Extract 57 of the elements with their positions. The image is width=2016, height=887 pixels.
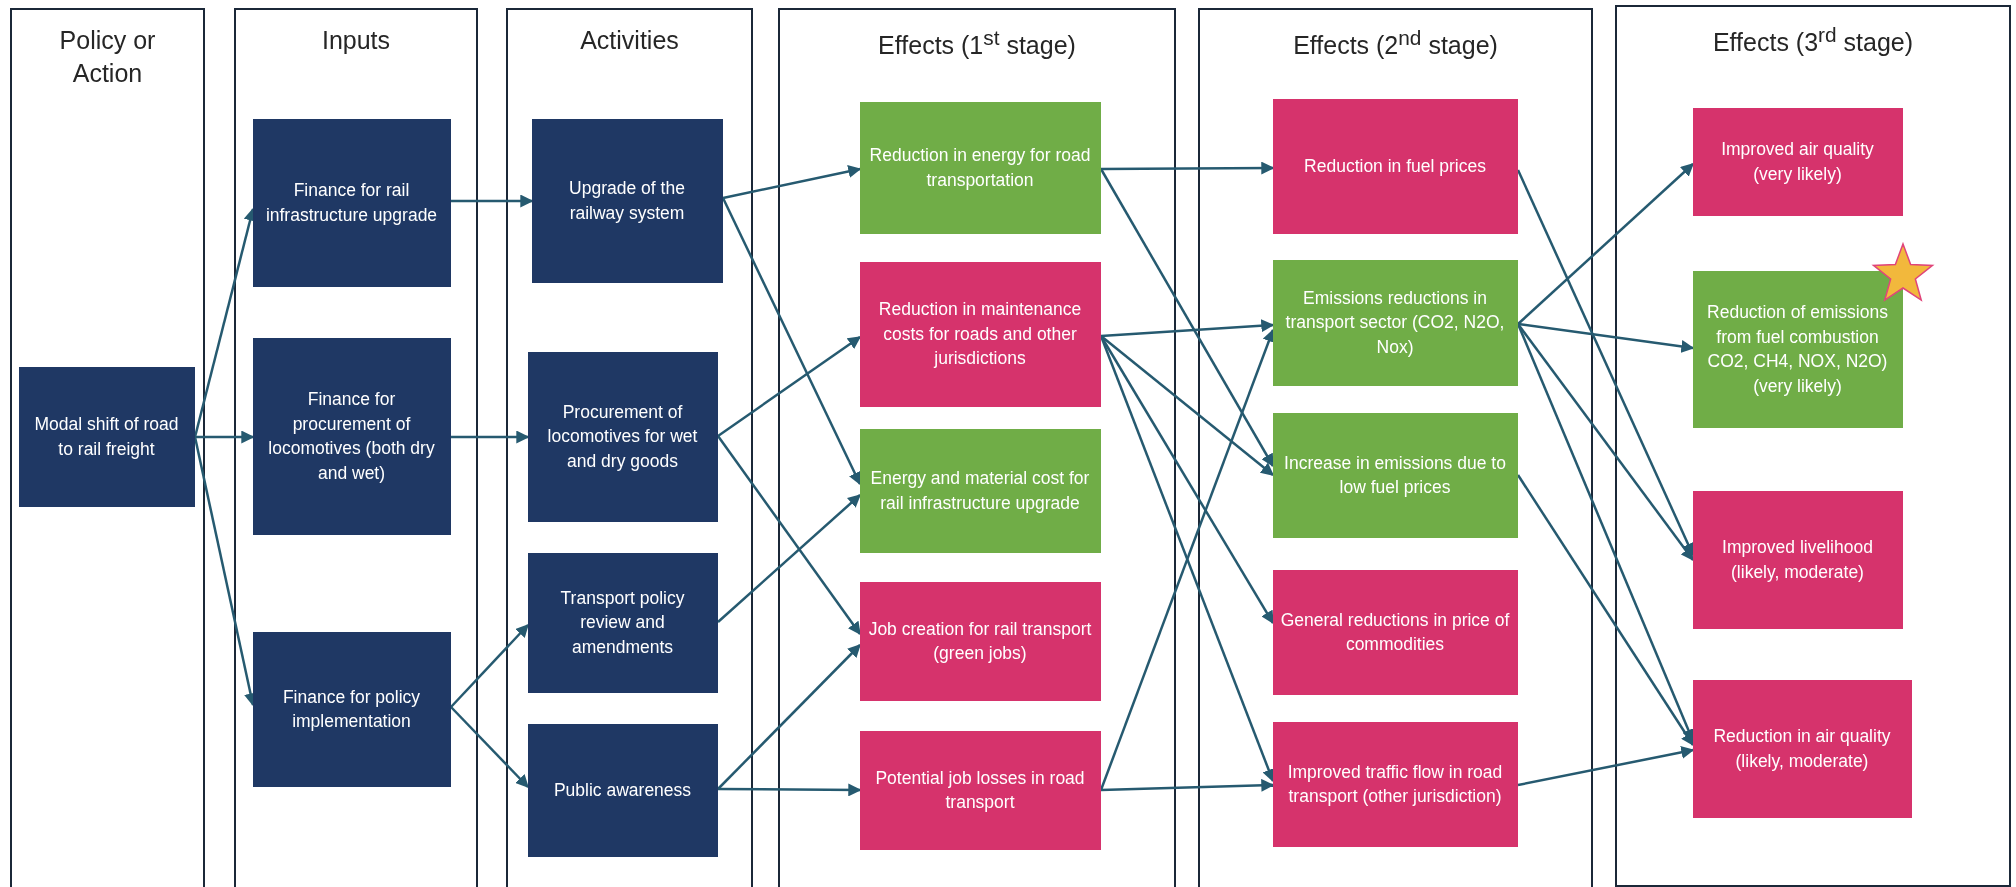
arrow (1516, 169, 1695, 557)
arrow (1517, 323, 1694, 562)
process-box: Improved livelihood (likely, moderate) (1692, 490, 1903, 629)
process-box: Potential job losses in road transport (859, 730, 1101, 850)
column-heading: Inputs (321, 25, 391, 56)
arrow (717, 435, 861, 636)
arrow (450, 624, 529, 708)
column-panel (234, 8, 478, 887)
process-box: Finance for procurement of locomotives (both dry and wet) (252, 337, 451, 535)
process-box: Procurement of locomotives for wet and dry goods (527, 351, 718, 522)
process-box: Finance for policy implementation (252, 631, 451, 787)
process-box: Improved traffic flow in road transport (other jurisdiction) (1272, 721, 1518, 847)
process-box: Public awareness (527, 723, 718, 857)
process-box: Transport policy review and amendments (527, 552, 718, 693)
process-box: Energy and material cost for rail infrastructure upgrade (859, 428, 1101, 553)
column-panel (1198, 8, 1593, 887)
arrow (1100, 319, 1275, 338)
arrow (1517, 322, 1695, 353)
column-heading: Policy or Action (58, 25, 157, 89)
arrow (1516, 474, 1695, 747)
process-box: Finance for rail infrastructure upgrade (252, 118, 451, 287)
column-heading: Activities (580, 25, 679, 56)
arrow (1100, 778, 1275, 792)
arrow (1517, 745, 1695, 787)
column-panel (778, 8, 1176, 887)
column-heading: Effects (2$^{nd}$ stage) (1293, 25, 1498, 62)
arrow (451, 430, 530, 444)
process-box: Reduction in maintenance costs for roads and other jurisdictions (859, 261, 1101, 407)
column-panel (506, 8, 753, 887)
arrow (717, 494, 861, 623)
process-box: Improved air quality (very likely) (1692, 107, 1903, 216)
process-box: Reduction in fuel prices (1272, 98, 1518, 234)
column-panel (1615, 5, 2011, 887)
process-box: Increase in emissions due to low fuel prices (1272, 412, 1518, 538)
column-heading: Effects (3$^{rd}$ stage) (1712, 22, 1914, 59)
process-box: Emissions reductions in transport sector (CO2, N2O, Nox) (1272, 259, 1518, 386)
process-box: Job creation for rail transport (green jobs) (859, 581, 1101, 701)
arrow (450, 706, 529, 788)
arrow (195, 430, 255, 444)
arrow (717, 335, 862, 438)
arrow (721, 197, 862, 486)
process-box: Reduction in energy for road transportation (859, 101, 1101, 234)
column-heading: Effects (1$^{st}$ stage) (878, 25, 1076, 62)
arrow (718, 783, 862, 797)
arrow (717, 644, 861, 790)
column-panel (10, 8, 205, 887)
arrow (1517, 163, 1694, 325)
process-box: Reduction of emissions from fuel combustion CO2, CH4, NOX, N2O) (very likely) (1692, 270, 1903, 428)
process-box: General reductions in price of commodities (1272, 569, 1518, 695)
process-box: Upgrade of the railway system (531, 118, 723, 283)
process-box: Modal shift of road to rail freight (18, 366, 195, 507)
arrow (1100, 335, 1274, 476)
arrow (1101, 161, 1275, 175)
arrow (722, 165, 862, 200)
process-box: Reduction in air quality (likely, moderate) (1692, 679, 1912, 818)
arrow (451, 194, 534, 208)
arrow (1099, 168, 1275, 468)
